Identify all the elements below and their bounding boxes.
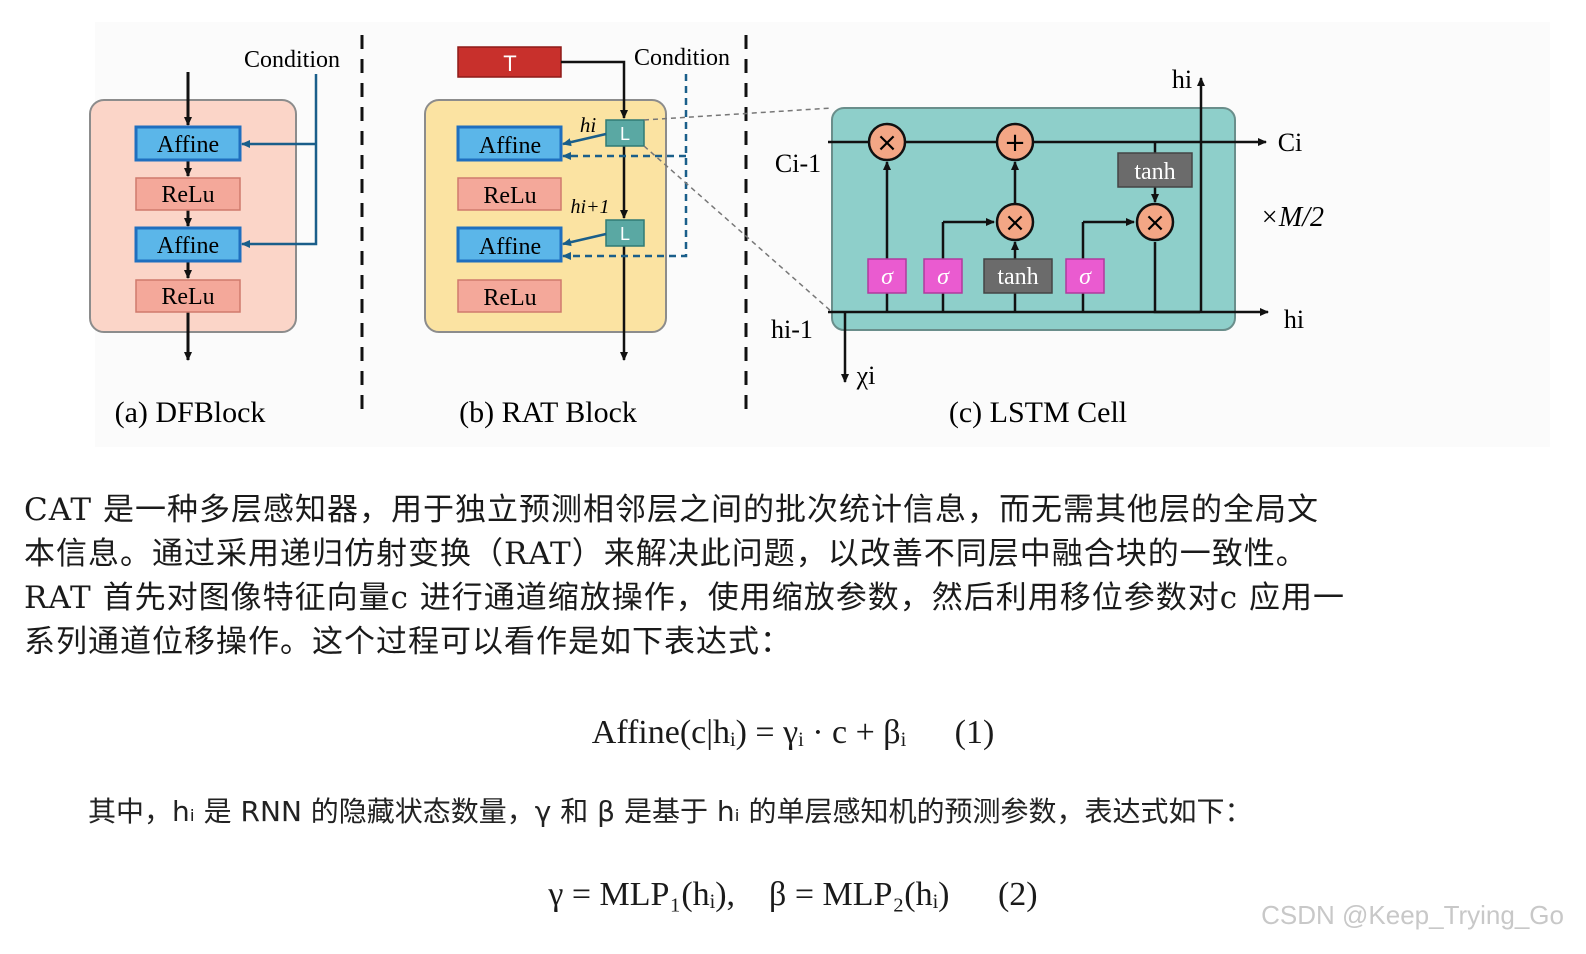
rat-relu-2-label: ReLu [483,285,536,311]
rat-affine-2-label: Affine [479,234,541,260]
rat-affine-1 [456,125,563,162]
zoom-line-2 [643,145,833,313]
tanh-cell-label: tanh [1134,159,1175,185]
op-times-2: × [1004,208,1026,238]
op-plus: + [1004,128,1026,158]
equation-1-body: Affine(c|hᵢ) = γᵢ · c + βᵢ [591,714,907,751]
sigma-gate-3 [1065,258,1105,294]
ratblock-panel: T L L hi hi+1 Affine ReLu Affine ReLu Co… [424,45,730,429]
explanation-note: 其中，hᵢ 是 RNN 的隐藏状态数量，γ 和 β 是基于 hᵢ 的单层感知机的… [88,795,1253,828]
t-block-label: T [503,51,516,76]
h-out-right-label: hi [1284,305,1304,334]
sigma-gate-1 [867,258,907,294]
output-multiply-op [1135,202,1175,242]
df-relu-1 [135,177,241,211]
rat-relu-1-label: ReLu [483,183,536,209]
lstm-unit-1-label: L [620,124,630,144]
df-affine-2-label: Affine [157,233,219,259]
df-affine-2 [134,226,242,263]
lstm-panel: × + × × σ σ tanh σ tanh Ci-1 Ci hi-1 hi … [771,65,1324,429]
architecture-figure: Affine ReLu Affine ReLu Condition (a) DF… [89,22,1550,447]
paragraph-line-3: RAT 首先对图像特征向量c 进行通道缩放操作，使用缩放参数，然后利用移位参数对… [24,580,1345,616]
sigma-gate-3-label: σ [1079,264,1092,290]
c-prev-label: Ci-1 [775,149,821,178]
sigma-gate-2 [923,258,963,294]
dfblock-caption: (a) DFBlock [115,396,266,429]
df-affine-1-label: Affine [157,132,219,158]
rat-hi1-label: hi+1 [570,196,609,218]
forget-multiply-op [867,122,907,162]
paragraph-line-4: 系列通道位移操作。这个过程可以看作是如下表达式： [24,624,792,660]
lstm-unit-2-label: L [620,224,630,244]
tanh-gate [983,258,1053,294]
rat-affine-1-label: Affine [479,133,541,159]
equation-2-body: γ = MLP₁(hᵢ), β = MLP₂(hᵢ) [548,876,950,913]
df-relu-2 [135,279,241,313]
equation-1: Affine(c|hᵢ) = γᵢ · c + βᵢ (1) [0,714,1586,752]
rat-relu-2 [457,279,562,313]
rat-affine-2 [456,226,563,263]
lstm-unit-2 [605,219,645,247]
x-input-label: χi [856,361,876,390]
df-relu-1-label: ReLu [161,182,214,208]
body-paragraph: CAT 是一种多层感知器，用于独立预测相邻层之间的批次统计信息，而无需其他层的全… [24,488,1569,664]
add-op [995,122,1035,162]
watermark: CSDN @Keep_Trying_Go [1261,900,1564,930]
df-condition-label: Condition [244,47,340,73]
equation-2-number: (2) [997,876,1038,913]
repeat-label: ×M/2 [1260,202,1324,233]
tanh-cell [1117,152,1193,188]
df-affine-1 [134,125,242,162]
rat-relu-1 [457,177,562,211]
op-times-1: × [876,128,898,158]
zoom-line-1 [643,107,833,121]
lstm-unit-1 [605,119,645,147]
tanh-gate-label: tanh [997,264,1038,290]
h-prev-label: hi-1 [771,315,813,344]
input-multiply-op [995,202,1035,242]
sigma-gate-1-label: σ [881,264,894,290]
df-relu-2-label: ReLu [161,284,214,310]
equation-1-number: (1) [954,714,995,751]
c-out-label: Ci [1278,128,1303,157]
figure-background [95,22,1550,447]
equation-2: γ = MLP₁(hᵢ), β = MLP₂(hᵢ) (2) [0,876,1586,914]
dfblock-panel: Affine ReLu Affine ReLu Condition (a) DF… [89,47,340,429]
paragraph-line-1: CAT 是一种多层感知器，用于独立预测相邻层之间的批次统计信息，而无需其他层的全… [24,492,1319,528]
paragraph-line-2: 本信息。通过采用递归仿射变换（RAT）来解决此问题，以改善不同层中融合块的一致性… [24,536,1308,572]
h-out-top-label: hi [1172,65,1192,94]
ratblock-caption: (b) RAT Block [459,396,637,429]
rat-condition-label: Condition [634,45,730,71]
sigma-gate-2-label: σ [937,264,950,290]
rat-hi-label: hi [580,113,597,137]
lstm-caption: (c) LSTM Cell [949,396,1127,429]
op-times-3: × [1144,208,1166,238]
